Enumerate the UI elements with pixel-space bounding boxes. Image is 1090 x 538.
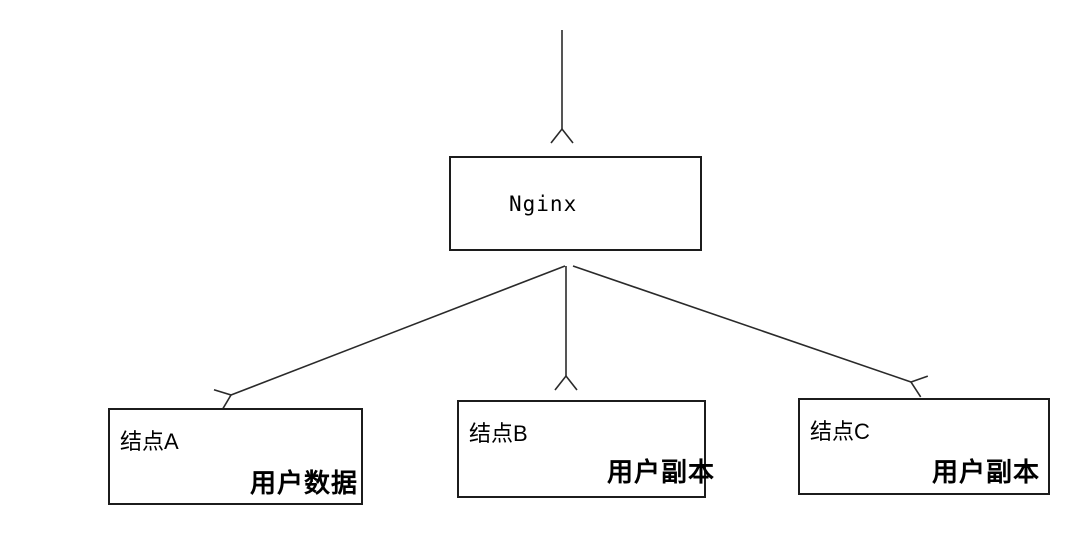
node-b-subtitle: 用户副本 xyxy=(606,457,715,487)
node-b-title: 结点B xyxy=(469,421,528,446)
node-c-subtitle: 用户副本 xyxy=(931,457,1040,487)
nginx-label: Nginx xyxy=(509,191,578,216)
node-a-title: 结点A xyxy=(120,429,179,454)
node-c-title: 结点C xyxy=(810,419,870,444)
node-a-subtitle: 用户数据 xyxy=(249,468,358,498)
nginx-box: Nginx xyxy=(449,156,702,251)
node-box-b: 结点B 用户副本 xyxy=(457,400,714,498)
node-box-a: 结点A 用户数据 xyxy=(108,408,363,505)
arrow-to-node-c xyxy=(572,265,929,398)
arrow-to-node-a xyxy=(213,265,566,411)
node-box-c: 结点C 用户副本 xyxy=(798,398,1050,495)
